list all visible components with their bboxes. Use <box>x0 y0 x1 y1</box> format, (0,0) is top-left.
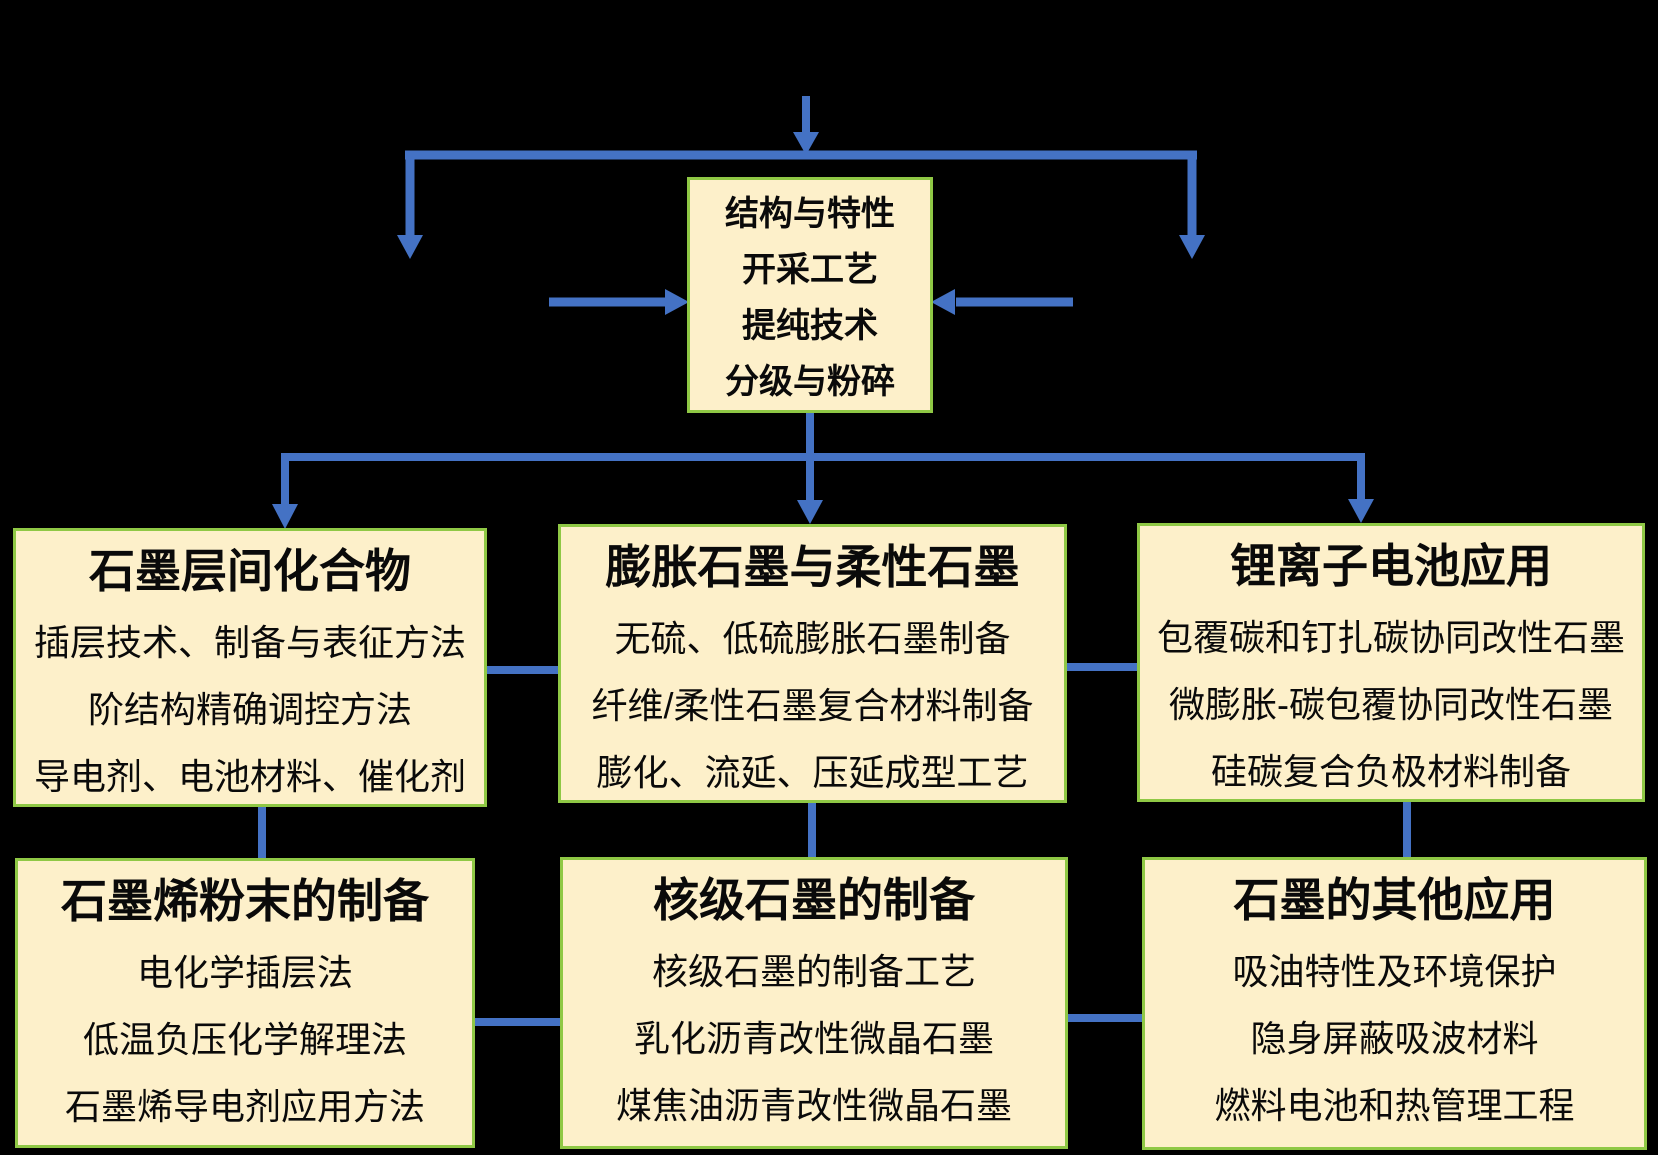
node-line: 结构与特性 <box>725 195 895 233</box>
node-item: 硅碳复合负极材料制备 <box>1210 751 1571 792</box>
arrow-down-into-rail-icon <box>793 96 819 155</box>
arrow-down-right-icon <box>1179 151 1205 259</box>
node-item: 纤维/柔性石墨复合材料制备 <box>591 685 1034 726</box>
node-item: 膨化、流延、压延成型工艺 <box>596 752 1029 793</box>
node-title: 石墨层间化合物 <box>89 545 411 597</box>
node-item: 石墨烯导电剂应用方法 <box>64 1086 425 1127</box>
node-item: 阶结构精确调控方法 <box>87 689 412 730</box>
node-title: 膨胀石墨与柔性石墨 <box>605 541 1020 593</box>
node-item: 低温负压化学解理法 <box>82 1019 407 1060</box>
arrow-left-into-center-icon <box>931 289 1073 315</box>
node-item: 导电剂、电池材料、催化剂 <box>33 756 466 797</box>
node-item: 隐身屏蔽吸波材料 <box>1250 1018 1539 1059</box>
arrow-down-center-branch-icon <box>797 413 823 524</box>
node-item: 乳化沥青改性微晶石墨 <box>633 1018 994 1059</box>
node-line: 提纯技术 <box>742 307 878 345</box>
node-nuclear-grade-graphite-preparation: 核级石墨的制备 核级石墨的制备工艺 乳化沥青改性微晶石墨 煤焦油沥青改性微晶石墨 <box>560 857 1068 1149</box>
node-graphene-powder-preparation: 石墨烯粉末的制备 电化学插层法 低温负压化学解理法 石墨烯导电剂应用方法 <box>15 858 475 1148</box>
arrow-down-left-icon <box>397 151 423 259</box>
node-lithium-ion-battery-applications: 锂离子电池应用 包覆碳和钉扎碳协同改性石墨 微膨胀-碳包覆协同改性石墨 硅碳复合… <box>1137 523 1645 802</box>
node-item: 燃料电池和热管理工程 <box>1214 1085 1575 1126</box>
node-title: 核级石墨的制备 <box>653 874 975 926</box>
node-item: 核级石墨的制备工艺 <box>651 951 976 992</box>
node-expanded-flexible-graphite: 膨胀石墨与柔性石墨 无硫、低硫膨胀石墨制备 纤维/柔性石墨复合材料制备 膨化、流… <box>558 524 1067 803</box>
node-graphite-intercalation-compounds: 石墨层间化合物 插层技术、制备与表征方法 阶结构精确调控方法 导电剂、电池材料、… <box>13 528 487 807</box>
node-line: 分级与粉碎 <box>725 363 895 401</box>
arrow-down-branch-right-icon <box>1348 453 1374 523</box>
node-item: 吸油特性及环境保护 <box>1232 951 1557 992</box>
node-item: 无硫、低硫膨胀石墨制备 <box>614 618 1011 659</box>
arrow-right-into-center-icon <box>549 289 689 315</box>
node-item: 电化学插层法 <box>136 952 353 993</box>
node-title: 石墨的其他应用 <box>1233 874 1556 926</box>
node-item: 包覆碳和钉扎碳协同改性石墨 <box>1156 617 1625 658</box>
node-item: 微膨胀-碳包覆协同改性石墨 <box>1169 684 1613 725</box>
node-graphite-basics: 结构与特性 开采工艺 提纯技术 分级与粉碎 <box>687 177 933 413</box>
node-other-graphite-applications: 石墨的其他应用 吸油特性及环境保护 隐身屏蔽吸波材料 燃料电池和热管理工程 <box>1142 857 1647 1150</box>
node-title: 石墨烯粉末的制备 <box>61 875 429 927</box>
node-title: 锂离子电池应用 <box>1230 540 1552 592</box>
node-line: 开采工艺 <box>742 251 878 289</box>
node-item: 插层技术、制备与表征方法 <box>33 622 466 663</box>
node-item: 煤焦油沥青改性微晶石墨 <box>615 1085 1012 1126</box>
arrow-down-branch-left-icon <box>272 453 298 529</box>
